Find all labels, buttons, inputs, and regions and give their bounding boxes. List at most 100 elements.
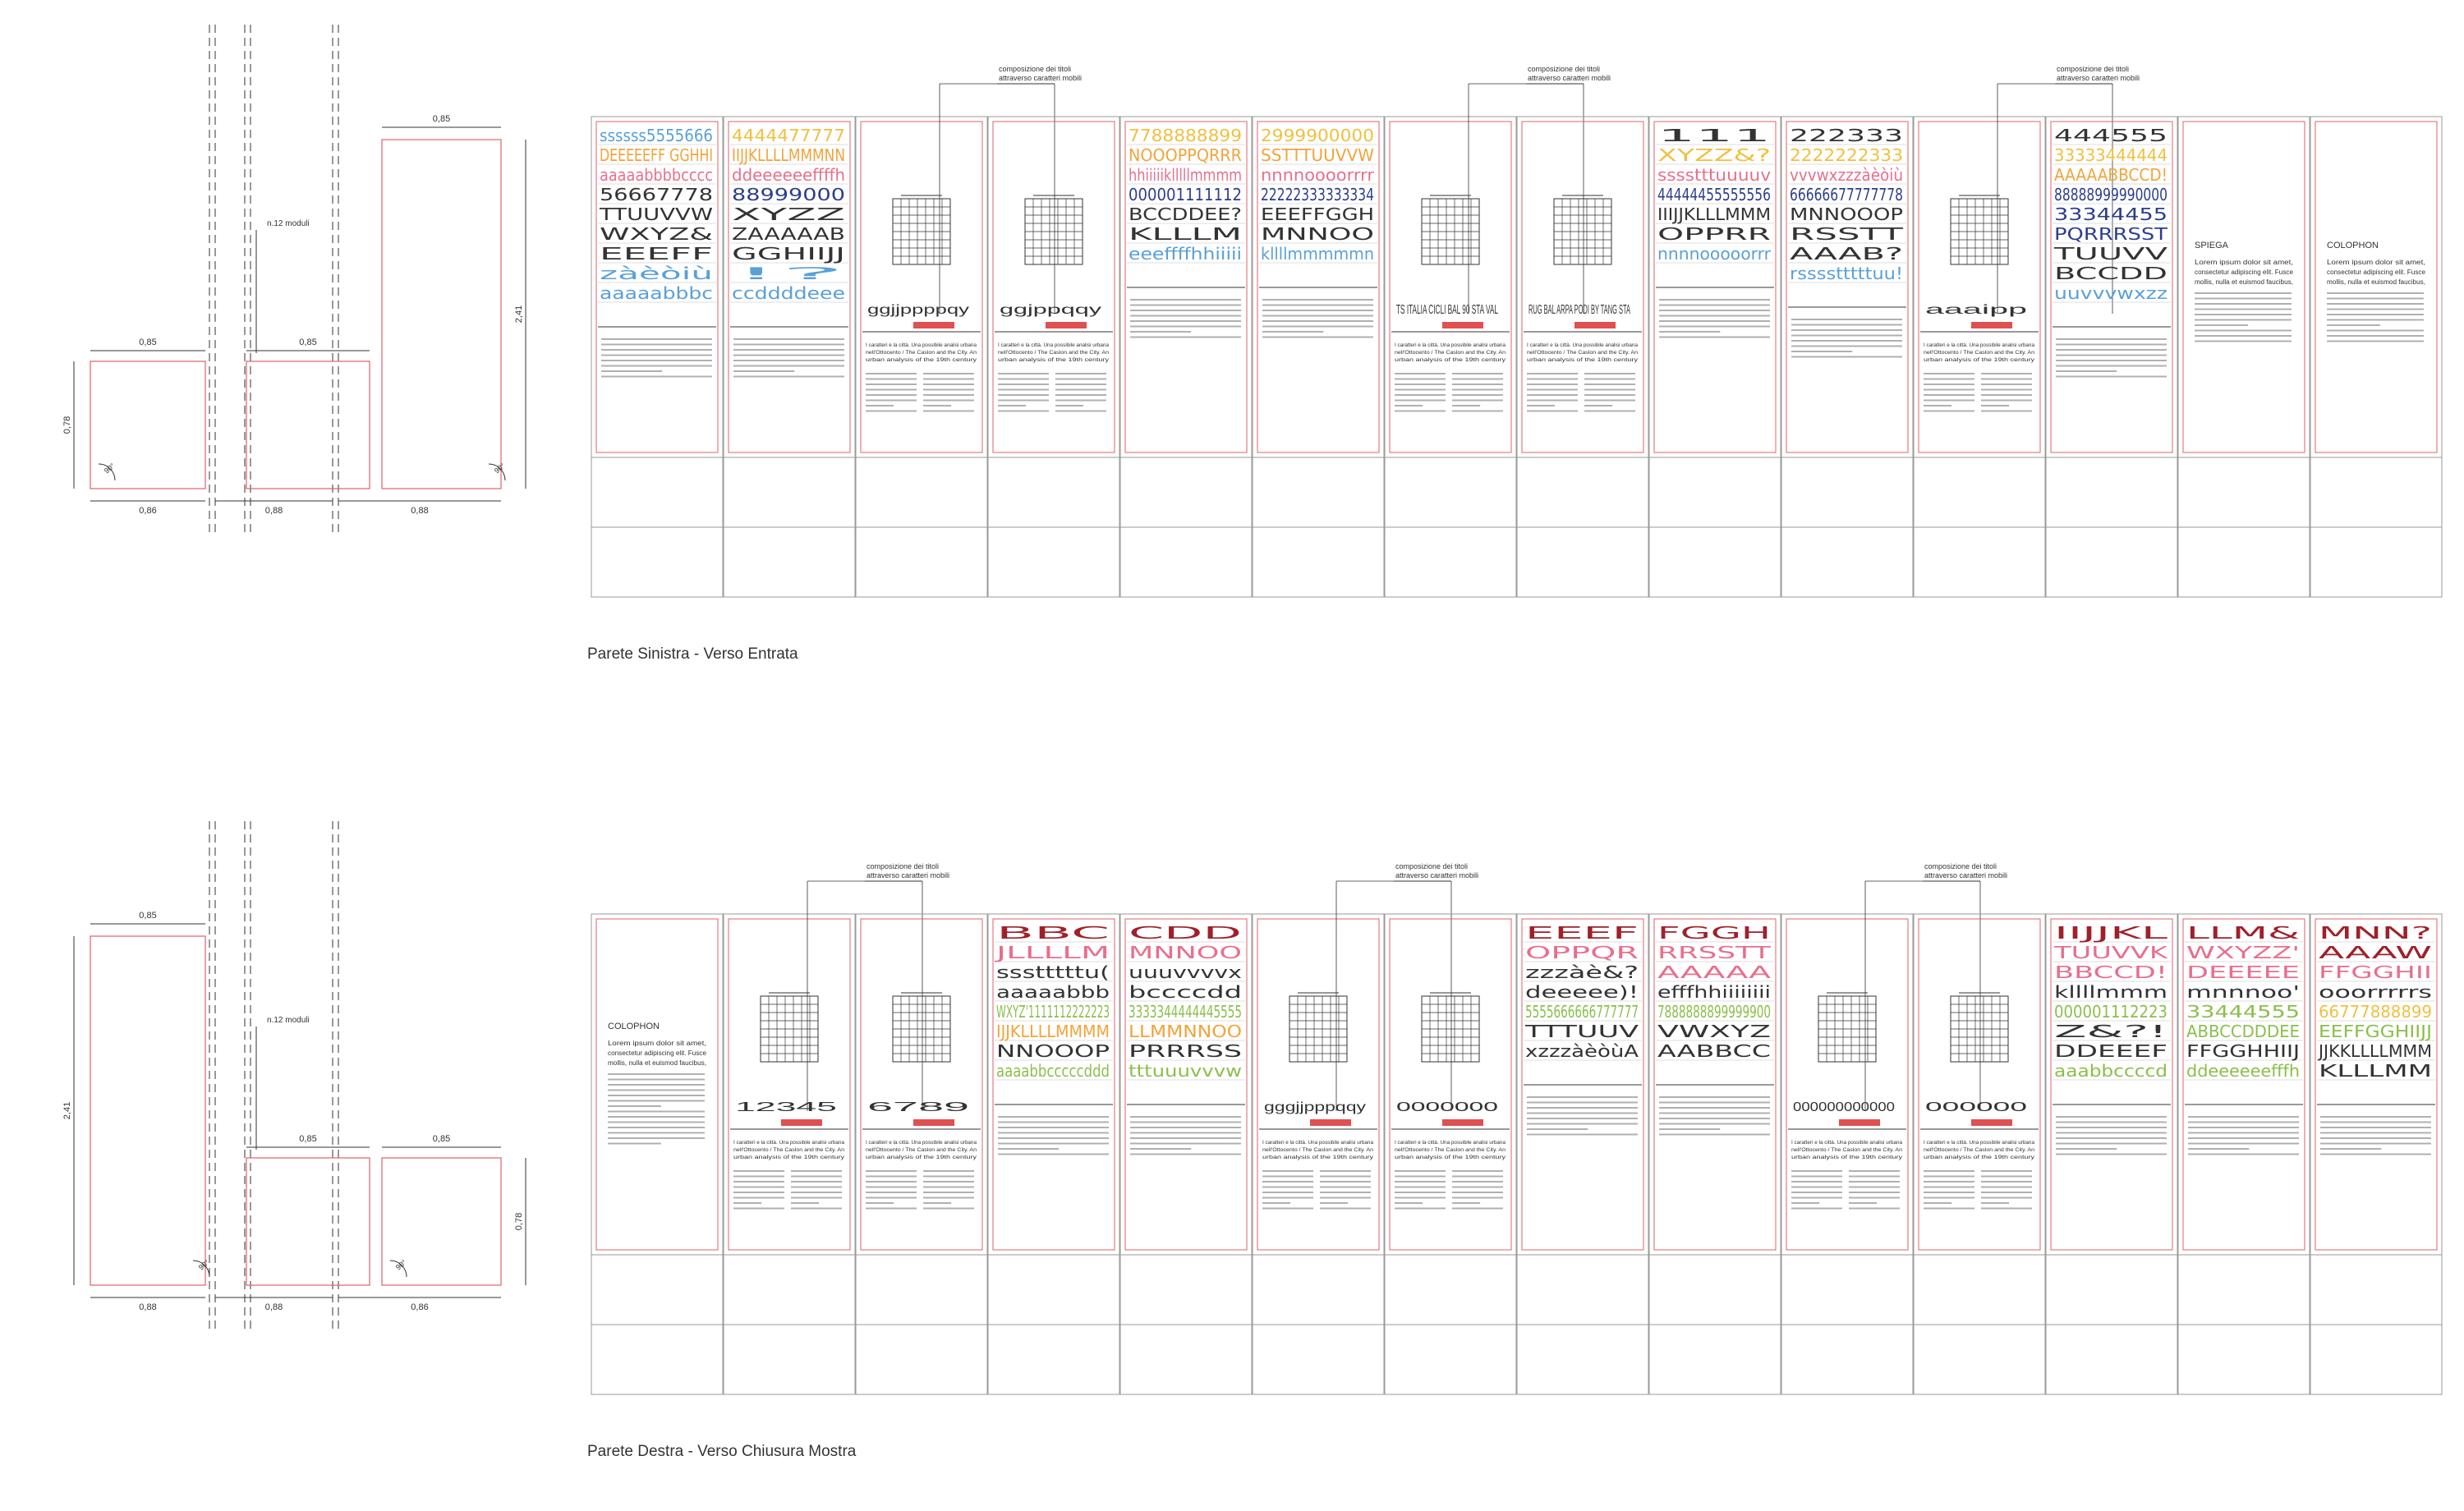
text-line bbox=[1527, 1128, 1588, 1130]
panel-title: COLOPHON bbox=[608, 1022, 660, 1031]
type-specimen-row: ooorrrrrs bbox=[2319, 982, 2432, 1002]
text-line bbox=[1924, 405, 1952, 406]
text-line bbox=[1791, 334, 1902, 337]
intro-text: urban analysis of the 19th century bbox=[1791, 1155, 1903, 1160]
text-line bbox=[866, 1186, 917, 1188]
text-line bbox=[1395, 399, 1446, 402]
composed-title: 000000000000 bbox=[1793, 1100, 1895, 1114]
composed-title: 0000000 bbox=[1396, 1100, 1498, 1114]
wall-panel: MNN?AAAWFFGGHIIooorrrrrs66777888899EEFFG… bbox=[2310, 913, 2443, 1395]
text-line bbox=[2320, 1121, 2431, 1123]
composed-title: ggjjppppqy bbox=[867, 303, 969, 317]
callout-label: composizione dei titoli bbox=[1924, 862, 1997, 870]
panel-inner-frame bbox=[1257, 918, 1380, 1251]
text-line bbox=[1659, 331, 1721, 333]
text-line bbox=[601, 375, 712, 378]
wall-panel: IIJJKLTUUVVKBBCCD!kllllmmm000001112223Z&… bbox=[2045, 913, 2178, 1395]
text-line bbox=[608, 1132, 705, 1134]
panel-inner-frame bbox=[992, 918, 1115, 1251]
text-line bbox=[1130, 1137, 1241, 1139]
type-specimen-row: vvvwxzzzàèòiù bbox=[1790, 165, 1903, 185]
text-line bbox=[1584, 405, 1613, 406]
text-line bbox=[1320, 1196, 1371, 1199]
text-line bbox=[998, 378, 1049, 380]
intro-text: nell'Ottocento / The Caslon and the City… bbox=[733, 1147, 844, 1153]
text-line bbox=[1527, 394, 1578, 396]
text-line bbox=[1452, 373, 1503, 374]
dim-label: 2,41 bbox=[514, 305, 524, 323]
text-line bbox=[1130, 315, 1241, 317]
text-line bbox=[1452, 399, 1503, 402]
text-line bbox=[998, 1132, 1109, 1134]
composed-title: TS ITALIA CICLI BAL 90 STA VAL bbox=[1396, 303, 1498, 317]
text-line bbox=[733, 1175, 784, 1178]
text-line bbox=[1262, 1207, 1313, 1210]
text-line bbox=[1320, 1175, 1371, 1178]
type-specimen-row: 88999000 bbox=[732, 185, 845, 204]
text-line bbox=[1055, 399, 1106, 402]
wall-panel: 12345 I caratteri e la città. Una possibi… bbox=[723, 913, 856, 1395]
type-specimen-row: MNNOO bbox=[1129, 943, 1242, 962]
text-line bbox=[1527, 399, 1578, 402]
text-line bbox=[1924, 1207, 1974, 1210]
text-line bbox=[1924, 388, 1974, 391]
panel-frame bbox=[723, 913, 856, 1395]
text-line bbox=[1924, 1192, 1974, 1193]
wall-panel: EEEFOPPQRzzzàè&?deeeee)!5555666666777777… bbox=[1516, 913, 1649, 1395]
dim-label: 0,85 bbox=[299, 1134, 316, 1144]
panel-frame bbox=[2045, 913, 2178, 1395]
text-line bbox=[1981, 378, 2032, 380]
intro-text: I caratteri e la città. Una possibile an… bbox=[733, 1140, 844, 1146]
text-line bbox=[1452, 383, 1503, 385]
type-specimen-row: FFGGHHIIJ bbox=[2186, 1041, 2300, 1061]
type-specimen-row: ccddddeee bbox=[732, 283, 845, 303]
angle-90-icon bbox=[488, 463, 506, 481]
text-line bbox=[866, 378, 917, 380]
wall-panel: BBCJLLLLMssstttttu(aaaaabbbWXYZ'11111122… bbox=[987, 913, 1120, 1395]
text-line bbox=[1527, 1133, 1638, 1136]
text-line bbox=[608, 1105, 661, 1107]
type-specimen-row: 000001112223 bbox=[2054, 1002, 2167, 1022]
text-line bbox=[998, 1127, 1109, 1128]
type-specimen-row: EEEF bbox=[1525, 923, 1639, 943]
text-line bbox=[1849, 1170, 1900, 1172]
type-specimen-row: OPPRR bbox=[1657, 224, 1771, 244]
text-line bbox=[1527, 1118, 1638, 1119]
text-line bbox=[2056, 354, 2167, 356]
text-line bbox=[2056, 1127, 2167, 1128]
type-specimen-row: LLMMNNOO bbox=[1129, 1022, 1242, 1041]
text-line bbox=[791, 1192, 842, 1193]
intro-text: urban analysis of the 19th century bbox=[1395, 1155, 1506, 1160]
text-line bbox=[1262, 315, 1373, 317]
intro-text: I caratteri e la città. Una possibile an… bbox=[998, 342, 1109, 348]
panel-inner-frame bbox=[2050, 918, 2173, 1251]
wall-panel: FGGHRRSSTTAAAAAefffhhiiiiiiii78888888999… bbox=[1648, 913, 1781, 1395]
type-specimen-row: 66777888899 bbox=[2319, 1002, 2432, 1022]
text-line bbox=[923, 1181, 974, 1183]
dim-label: 0,88 bbox=[265, 1302, 283, 1312]
text-line bbox=[601, 343, 712, 346]
text-line bbox=[733, 343, 844, 346]
text-line bbox=[1791, 340, 1902, 342]
text-line bbox=[1981, 405, 2010, 406]
text-line bbox=[923, 410, 974, 412]
text-line bbox=[733, 338, 844, 340]
text-line bbox=[2320, 1142, 2431, 1145]
type-specimen-row: 222333 bbox=[1790, 126, 1903, 145]
text-line bbox=[1452, 1192, 1503, 1193]
dim-label: 0,86 bbox=[411, 1302, 428, 1312]
text-line bbox=[1130, 1142, 1241, 1145]
type-specimen-row: TTUUVVW bbox=[599, 204, 714, 224]
text-line bbox=[1130, 320, 1241, 322]
text-line bbox=[998, 388, 1049, 391]
text-line bbox=[1659, 325, 1770, 328]
panel-inner-frame bbox=[1257, 121, 1380, 453]
composed-title: 12345 bbox=[735, 1100, 837, 1114]
text-line bbox=[1584, 399, 1635, 402]
type-specimen-row: ddeeeeeefffh bbox=[2186, 1061, 2300, 1081]
text-line bbox=[1320, 1186, 1371, 1188]
text-line bbox=[1849, 1207, 1900, 1210]
